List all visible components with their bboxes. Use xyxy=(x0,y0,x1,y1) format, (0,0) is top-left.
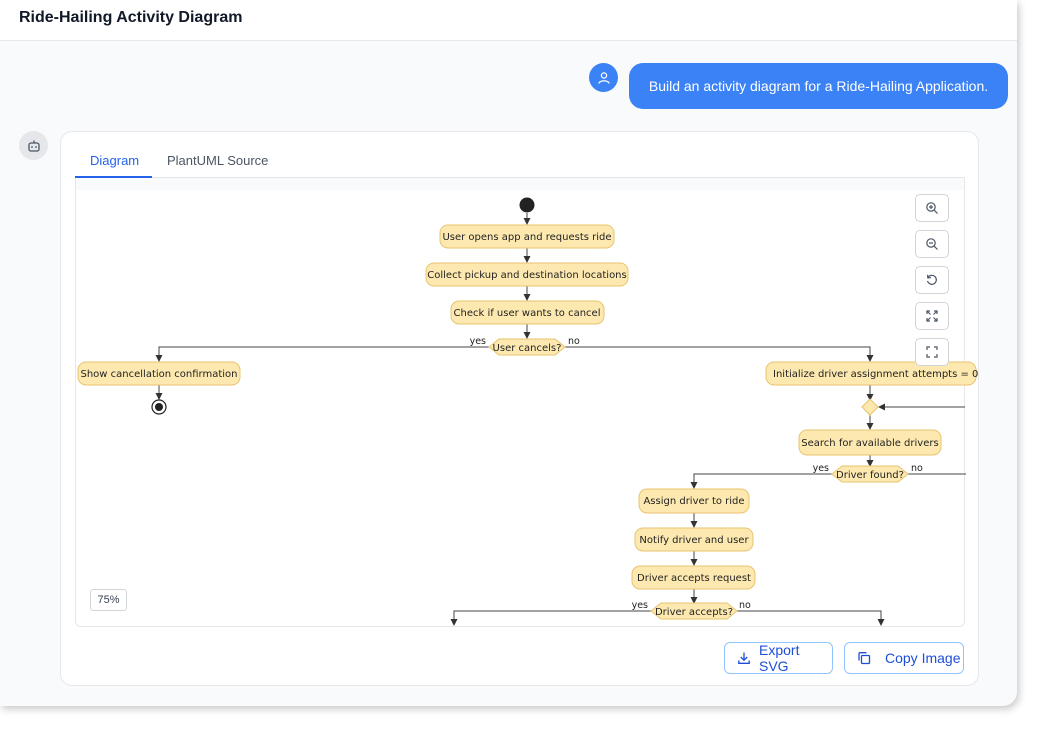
user-avatar xyxy=(589,63,618,92)
zoom-level-indicator: 75% xyxy=(90,589,127,611)
branch-no: no xyxy=(568,336,580,347)
node-search-drivers xyxy=(798,429,942,456)
zoom-out-button[interactable] xyxy=(915,230,949,258)
branch-no: no xyxy=(739,600,751,611)
fullscreen-icon xyxy=(926,346,938,358)
user-message-bubble: Build an activity diagram for a Ride-Hai… xyxy=(629,63,1008,109)
label-collect-locations: Collect pickup and destination locations xyxy=(427,270,626,281)
node-init-attempts xyxy=(765,361,977,386)
decision-driver-accepts xyxy=(650,602,738,620)
label-driver-found: Driver found? xyxy=(836,470,904,481)
app-window: Ride-Hailing Activity Diagram Build an a… xyxy=(0,0,1017,686)
active-tab-indicator xyxy=(75,176,152,178)
tab-diagram[interactable]: Diagram xyxy=(90,153,140,168)
label-init-attempts: Initialize driver assignment attempts = … xyxy=(773,369,978,380)
diagram-card: Diagram PlantUML Source xyxy=(60,131,979,686)
label-search-drivers: Search for available drivers xyxy=(801,438,938,449)
download-icon xyxy=(738,652,750,664)
user-icon xyxy=(597,71,610,84)
decision-user-cancels xyxy=(488,338,566,356)
node-collect-locations xyxy=(425,262,629,287)
bot-avatar xyxy=(19,131,48,160)
tab-plantuml-source[interactable]: PlantUML Source xyxy=(167,153,269,168)
node-open-app xyxy=(439,224,615,249)
node-driver-accepts-request xyxy=(631,565,756,590)
reset-icon xyxy=(926,274,937,285)
label-assign-driver: Assign driver to ride xyxy=(643,496,744,507)
diagram-canvas[interactable]: User opens app and requests ride Collect… xyxy=(75,178,978,627)
merge-node xyxy=(861,398,879,416)
page-title: Ride-Hailing Activity Diagram xyxy=(19,9,243,26)
label-driver-accepts-request: Driver accepts request xyxy=(637,573,751,584)
reset-view-button[interactable] xyxy=(915,266,949,294)
fit-icon xyxy=(926,310,938,322)
node-notify xyxy=(634,527,754,552)
branch-no: no xyxy=(911,463,923,474)
start-node xyxy=(519,197,535,213)
zoom-out-icon xyxy=(926,238,938,250)
decision-driver-found xyxy=(831,465,909,483)
title-bar: Ride-Hailing Activity Diagram xyxy=(0,0,1017,41)
label-open-app: User opens app and requests ride xyxy=(442,232,611,243)
tab-bar: Diagram PlantUML Source xyxy=(75,146,965,178)
label-show-cancellation: Show cancellation confirmation xyxy=(80,369,237,380)
label-check-cancel: Check if user wants to cancel xyxy=(454,308,601,319)
export-svg-button[interactable]: Export SVG xyxy=(724,642,833,674)
export-svg-label: Export SVG xyxy=(759,642,800,674)
copy-image-label: Copy Image xyxy=(885,650,961,666)
bot-icon xyxy=(27,140,40,152)
label-user-cancels: User cancels? xyxy=(493,343,562,354)
node-assign-driver xyxy=(638,488,750,514)
fit-view-button[interactable] xyxy=(915,302,949,330)
copy-icon xyxy=(858,652,871,665)
zoom-in-icon xyxy=(926,202,938,214)
activity-diagram: User opens app and requests ride Collect… xyxy=(77,197,978,626)
node-show-cancellation xyxy=(77,361,241,386)
zoom-in-button[interactable] xyxy=(915,194,949,222)
node-check-cancel xyxy=(450,300,605,325)
branch-yes: yes xyxy=(470,336,486,347)
branch-yes: yes xyxy=(813,463,829,474)
label-notify: Notify driver and user xyxy=(639,535,749,546)
branch-yes: yes xyxy=(632,600,648,611)
label-driver-accepts: Driver accepts? xyxy=(655,607,733,618)
fullscreen-button[interactable] xyxy=(915,338,949,366)
copy-image-button[interactable]: Copy Image xyxy=(844,642,964,674)
